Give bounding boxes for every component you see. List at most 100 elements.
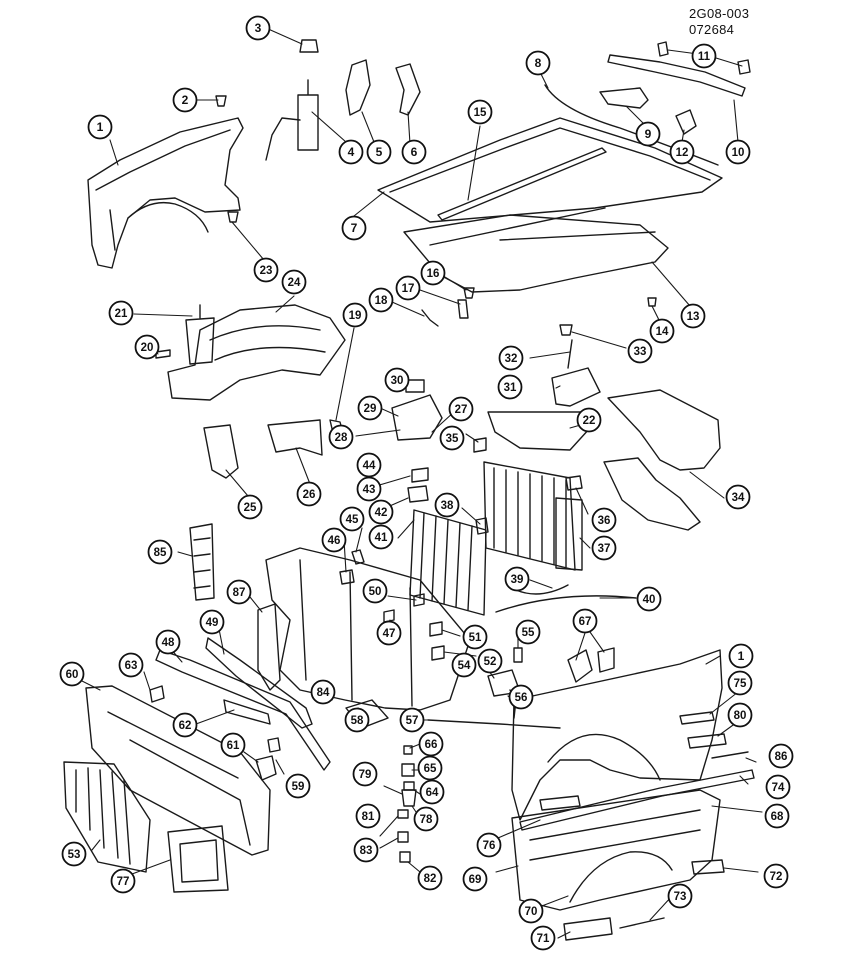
bracket-61 [255,755,277,781]
rod-57 [427,719,561,729]
callout-circle [253,257,279,283]
callout-55: 55 [515,619,541,645]
callout-number: 31 [504,382,517,394]
callout-circle [667,883,693,909]
callout-circle [591,507,617,533]
callout-circle [764,803,790,829]
callout-circle [296,481,322,507]
callout-number: 61 [227,740,240,752]
callout-43: 43 [356,476,382,502]
callout-circle [669,139,695,165]
callout-number: 36 [598,515,611,527]
bracket-63 [149,685,165,703]
callout-number: 76 [483,840,496,852]
callout-73: 73 [667,883,693,909]
callout-number: 84 [317,687,330,699]
callout-circle [245,15,271,41]
callout-58: 58 [344,707,370,733]
cowl-weatherstrip [544,84,719,166]
callout-11: 11 [691,43,717,69]
callout-44: 44 [356,452,382,478]
hood-latch-support [599,87,649,109]
clip-20 [155,349,171,359]
hose-32 [567,339,573,369]
washer-pump [265,79,319,161]
callout-circle [341,215,367,241]
callout-number: 24 [288,277,301,289]
callout-86: 86 [768,743,794,769]
callout-42: 42 [368,499,394,525]
callout-circle [362,578,388,604]
callout-number: 12 [676,147,689,159]
emblem-75 [679,711,715,725]
hood-hinge-left [345,59,371,116]
callout-51: 51 [462,624,488,650]
callout-number: 80 [734,710,747,722]
callout-number: 66 [425,739,438,751]
callout-circle [281,269,307,295]
callout-number: 20 [141,342,154,354]
callout-circle [467,99,493,125]
callout-30: 30 [384,367,410,393]
callout-53: 53 [61,841,87,867]
callout-8: 8 [525,50,551,76]
support-22 [487,411,591,451]
washer-83 [397,831,409,843]
callout-number: 7 [351,221,358,235]
callout-circle [237,494,263,520]
callout-34: 34 [725,484,751,510]
callout-circle [310,679,336,705]
callout-circle [356,476,382,502]
coolant-reservoir [185,304,215,365]
callout-number: 44 [363,460,376,472]
callout-circle [352,761,378,787]
callout-27: 27 [448,396,474,422]
callout-74: 74 [765,774,791,800]
callout-68: 68 [764,803,790,829]
diagram-code: 2G08-003 [689,6,750,21]
emblem-76 [539,795,581,811]
callout-77: 77 [110,868,136,894]
callout-number: 25 [244,502,257,514]
callout-number: 38 [441,500,454,512]
callout-circle [765,774,791,800]
callout-46: 46 [321,527,347,553]
callout-circle [635,121,661,147]
callout-70: 70 [518,898,544,924]
callout-number: 42 [375,507,388,519]
callout-60: 60 [59,661,85,687]
callout-circle [451,652,477,678]
callout-13: 13 [680,303,706,329]
callout-number: 75 [734,678,747,690]
callout-number: 22 [583,415,596,427]
callout-circle [518,898,544,924]
callout-circle [515,619,541,645]
bolt [215,95,227,107]
callout-number: 14 [656,326,669,338]
callout-72: 72 [763,863,789,889]
washer-tank [391,394,443,441]
callout-48: 48 [155,629,181,655]
bar-48 [155,649,331,771]
callout-7: 7 [341,215,367,241]
callout-23: 23 [253,257,279,283]
callout-3: 3 [245,15,271,41]
hood-panel [377,117,723,223]
callout-4: 4 [338,139,364,165]
molding-74 [519,769,755,831]
callout-39: 39 [504,566,530,592]
cable-40 [495,595,637,613]
callout-75: 75 [727,670,753,696]
callout-number: 49 [206,617,219,629]
inner-fender-right-lower [603,457,701,531]
callout-circle [419,779,445,805]
callout-number: 51 [469,632,482,644]
callout-59: 59 [285,773,311,799]
callout-41: 41 [368,524,394,550]
callout-50: 50 [362,578,388,604]
callout-24: 24 [281,269,307,295]
callout-number: 11 [698,51,711,63]
callout-82: 82 [417,865,443,891]
callout-circle [384,367,410,393]
trim-86 [711,751,749,759]
